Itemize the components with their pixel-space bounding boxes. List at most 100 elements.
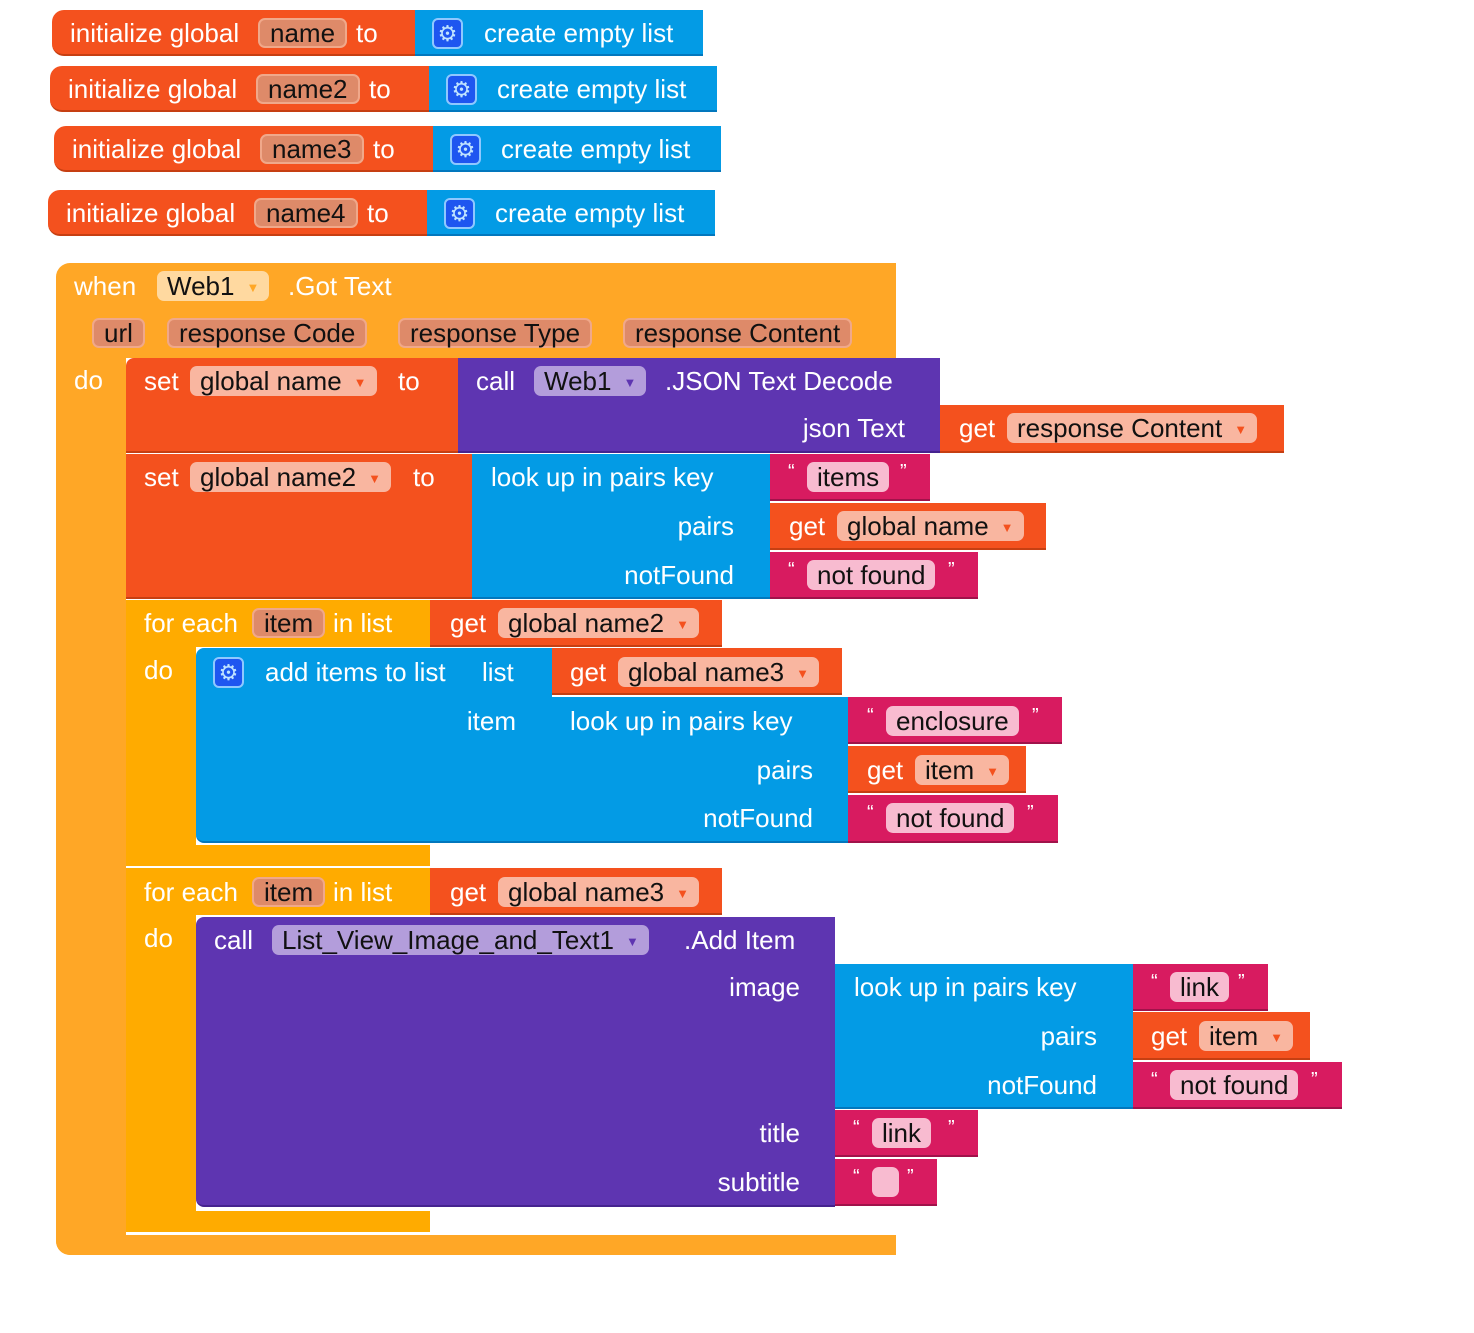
to-label: to [398,366,420,396]
for-each-do-column [126,915,196,1232]
title-label: title [759,1118,800,1148]
create-empty-list-label: create empty list [501,134,691,164]
for-each-bottom-bar [126,1211,430,1232]
add-items-to-list-block[interactable] [196,648,552,843]
text-value-field[interactable]: link [872,1118,932,1148]
empty-text-field[interactable] [872,1167,899,1197]
get-variable-dropdown[interactable]: global name▼ [837,511,1024,541]
lookup-in-pairs-block[interactable] [472,454,770,599]
dropdown-arrow-icon: ▼ [796,666,809,682]
get-label: get [450,877,487,907]
create-empty-list-block[interactable] [433,126,721,172]
get-variable-dropdown[interactable]: global name3▼ [618,657,819,687]
loop-var-field[interactable]: item [252,877,326,907]
get-label: get [959,413,996,443]
create-empty-list-block[interactable] [427,190,715,236]
close-quote-icon: ” [907,1166,914,1188]
component-dropdown[interactable]: List_View_Image_and_Text1 ▼ [272,925,649,955]
call-label: call [476,366,516,396]
text-value-field[interactable]: items [807,462,890,492]
lookup-in-pairs-block[interactable] [835,964,1133,1109]
variable-dropdown[interactable]: global name2▼ [190,462,391,492]
to-label: to [367,198,389,228]
get-variable-dropdown[interactable]: response Content▼ [1007,413,1258,443]
dropdown-arrow-icon: ▼ [623,375,637,391]
dropdown-arrow-icon: ▼ [353,375,367,391]
loop-var-field[interactable]: item [252,608,326,638]
notfound-label: notFound [987,1070,1097,1100]
get-variable-dropdown[interactable]: global name2▼ [498,608,699,638]
variable-dropdown[interactable]: global name ▼ [190,366,377,396]
variable-name: global name3 [508,877,665,907]
get-variable-dropdown[interactable]: global name3▼ [498,877,699,907]
create-empty-list-label: create empty list [497,74,687,104]
param-url[interactable]: url [92,318,145,348]
create-empty-list-block[interactable] [429,66,717,112]
gear-icon[interactable]: ⚙ [213,657,244,688]
set-label: set [144,462,179,492]
init-global-name2-block[interactable] [50,66,429,112]
open-quote-icon: “ [788,559,795,581]
get-variable-dropdown[interactable]: item▼ [915,755,1009,785]
init-global-name4-block[interactable] [48,190,427,236]
component-name: List_View_Image_and_Text1 [282,925,614,955]
get-label: get [450,608,487,638]
notfound-label: notFound [703,803,813,833]
param-response-type[interactable]: response Type [398,318,593,348]
var-name-field[interactable]: name2 [256,74,360,104]
init-label: initialize global [70,18,240,48]
init-global-name3-block[interactable] [54,126,433,172]
variable-name: global name2 [508,608,665,638]
param-response-content[interactable]: response Content [623,318,853,348]
dropdown-arrow-icon: ▼ [625,934,639,950]
component-dropdown[interactable]: Web1 ▼ [534,366,647,396]
var-name-field[interactable]: name3 [260,134,364,164]
text-value-field[interactable]: link [1170,972,1230,1002]
pairs-label: pairs [1040,1021,1097,1051]
variable-name: global name2 [200,462,357,492]
event-do-column [56,358,126,1255]
text-value-field[interactable]: not found [807,560,936,590]
variable-name: item [925,755,975,785]
subtitle-label: subtitle [717,1167,800,1197]
event-name-label: .Got Text [288,271,392,301]
gear-icon[interactable]: ⚙ [444,198,475,229]
pairs-label: pairs [677,511,734,541]
create-empty-list-label: create empty list [484,18,674,48]
pairs-label: pairs [756,755,813,785]
dropdown-arrow-icon: ▼ [246,280,260,296]
gear-icon[interactable]: ⚙ [446,74,477,105]
get-variable-dropdown[interactable]: item▼ [1199,1021,1293,1051]
variable-name: item [1209,1021,1259,1051]
text-value-field[interactable]: not found [1170,1070,1299,1100]
get-label: get [867,755,904,785]
init-label: initialize global [66,198,236,228]
param-response-code[interactable]: response Code [167,318,368,348]
init-global-name-block[interactable] [52,10,415,56]
gear-icon[interactable]: ⚙ [432,18,463,49]
text-value-field[interactable]: not found [886,803,1015,833]
component-dropdown[interactable]: Web1▼ [157,271,270,301]
gear-icon[interactable]: ⚙ [450,134,481,165]
in-list-label: in list [333,608,393,638]
text-value-field[interactable]: enclosure [886,706,1019,736]
image-label: image [729,972,800,1002]
method-label: .Add Item [684,925,796,955]
do-label: do [144,655,173,685]
get-label: get [570,657,607,687]
add-item-call-block[interactable] [196,917,835,1207]
add-items-label: add items to list [265,657,446,687]
create-empty-list-block[interactable] [415,10,703,56]
var-name-field[interactable]: name [258,18,348,48]
component-name: Web1 [544,366,612,396]
lookup-in-pairs-block[interactable] [552,697,848,843]
close-quote-icon: ” [1311,1069,1318,1091]
close-quote-icon: ” [1238,971,1245,993]
variable-name: global name [200,366,342,396]
var-name-field[interactable]: name4 [254,198,358,228]
set-label: set [144,366,179,396]
open-quote-icon: “ [1151,971,1158,993]
for-each-label: for each [144,608,238,638]
variable-name: global name [847,511,989,541]
init-label: initialize global [72,134,242,164]
